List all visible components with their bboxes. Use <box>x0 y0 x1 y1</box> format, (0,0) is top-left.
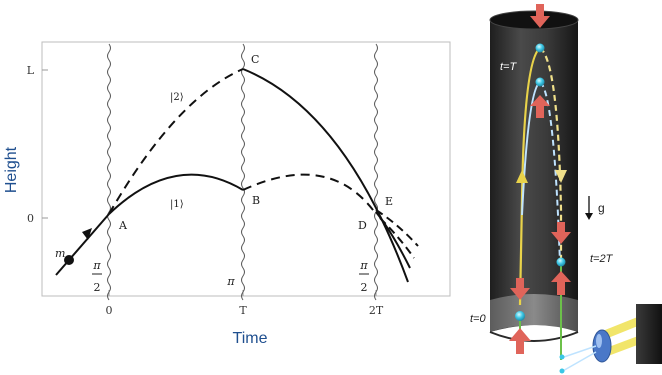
probe-dot-2 <box>559 368 565 374</box>
x-axis-label: Time <box>233 330 268 347</box>
x-tick-2T: 2T <box>369 304 384 317</box>
y-tick-zero: 0 <box>27 212 34 225</box>
pulse-arrow-t0-down <box>510 278 530 300</box>
incoming-trajectory <box>55 213 110 276</box>
probe-beam-2 <box>560 351 597 373</box>
outer-trajectory-down <box>539 47 563 262</box>
y-tick-top: L <box>27 64 35 77</box>
outer-trajectory-up <box>518 47 541 306</box>
gravity-label: g <box>598 201 605 215</box>
laser-apparatus <box>559 304 662 374</box>
pulse-label-last-num: π <box>359 259 368 272</box>
trajectory-down-arrow <box>555 170 567 183</box>
atom-top-outer <box>535 43 545 53</box>
probe-dot-1 <box>559 354 565 360</box>
atom-t0 <box>515 311 525 321</box>
laser-housing <box>636 304 662 364</box>
laser-pulse-line-2T <box>374 43 378 301</box>
plot-frame <box>41 41 451 297</box>
pulse-arrow-2T-down <box>551 222 571 244</box>
inner-trajectory-down <box>539 81 561 263</box>
mass-particle <box>64 255 74 265</box>
y-axis-label: Height <box>3 146 20 193</box>
x-tick-0: 0 <box>106 304 113 317</box>
vacuum-tube <box>490 14 578 332</box>
output-beam-dashed-1 <box>375 209 419 247</box>
state-label-lower: |1⟩ <box>170 199 184 210</box>
point-B-label: B <box>252 194 260 207</box>
tube-bottom-rim <box>489 331 579 342</box>
gravity-arrowhead <box>585 213 593 220</box>
pulse-arrow-top <box>530 4 550 28</box>
pulse-label-first-num: π <box>92 259 101 272</box>
tube-bottom-inner <box>490 294 578 332</box>
pulse-arrow-2T-up <box>551 271 571 295</box>
point-A-label: A <box>118 219 128 232</box>
probe-beam-1 <box>560 345 597 359</box>
time-label-T: t=T <box>500 61 517 73</box>
pulse-arrow-bottom-up <box>509 328 531 354</box>
point-E-label: E <box>385 195 393 208</box>
pulse-label-middle: π <box>226 275 235 288</box>
output-beam-dashed-2 <box>379 217 415 259</box>
point-C-label: C <box>251 53 259 66</box>
axis-ticks <box>42 69 377 296</box>
pulse-label-last-den: 2 <box>361 281 368 294</box>
upper-arm-dashed <box>108 68 244 215</box>
point-D-label: D <box>358 219 367 232</box>
atom-fountain-illustration: t=T t=2T t=0 g <box>470 4 662 374</box>
pulse-arrow-T-up <box>530 95 550 118</box>
x-tick-T: T <box>239 304 247 317</box>
output-beam-solid <box>375 211 411 269</box>
lower-arm-solid <box>108 173 244 215</box>
time-label-t0: t=0 <box>470 313 486 325</box>
laser-pulse-line-0 <box>107 43 111 301</box>
upper-arm-solid <box>242 68 409 283</box>
time-label-2T: t=2T <box>590 253 614 265</box>
collimator-lens-shine <box>596 334 602 348</box>
trajectory-up-arrow <box>516 170 528 183</box>
state-label-upper: |2⟩ <box>170 92 184 103</box>
incoming-arrowhead <box>82 228 92 240</box>
laser-pulse-line-T <box>241 43 245 301</box>
lower-arm-dashed <box>242 173 377 215</box>
atom-2T <box>556 257 566 267</box>
spacetime-diagram: L 0 0 T 2T Height Time m A B C D E <box>3 41 451 347</box>
pulse-label-first-den: 2 <box>94 281 101 294</box>
mass-label: m <box>55 247 65 260</box>
atom-top-inner <box>535 77 545 87</box>
